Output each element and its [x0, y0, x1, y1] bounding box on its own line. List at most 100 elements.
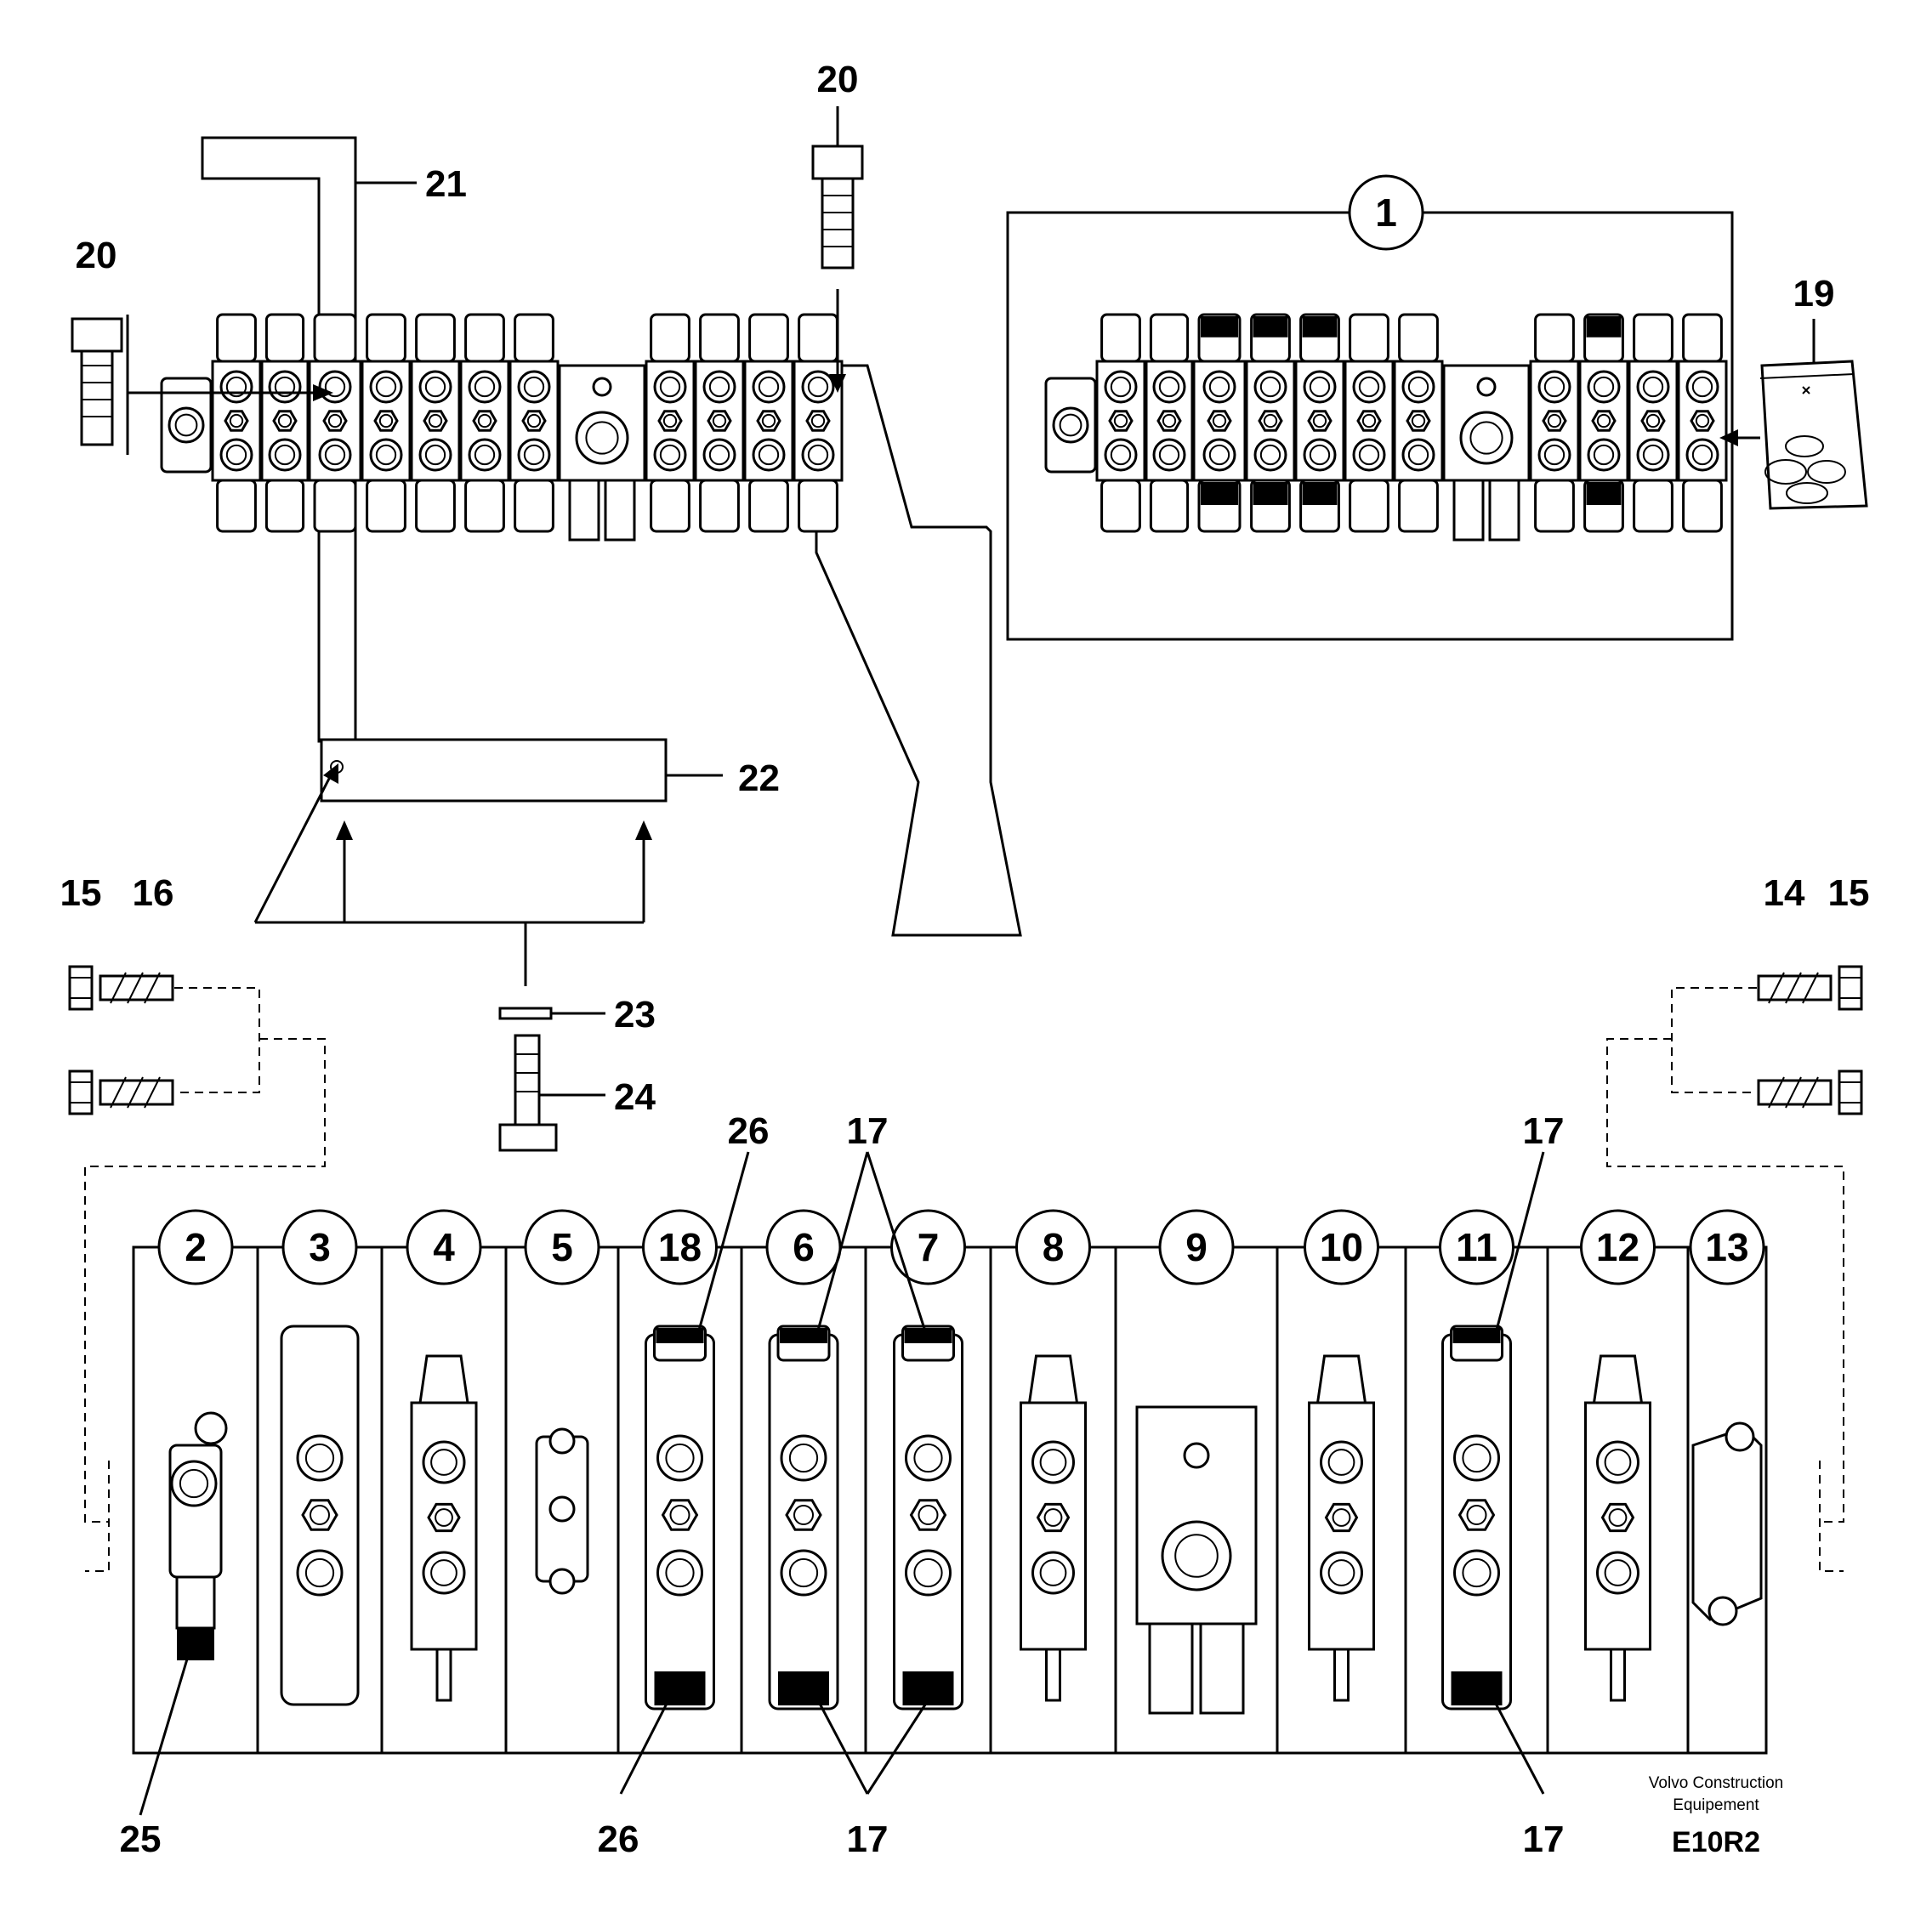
- stud-leaders-left: [84, 987, 326, 1572]
- section-badge: [1580, 1209, 1656, 1285]
- section-6: 6: [740, 1209, 842, 1753]
- port-ring: [1459, 411, 1514, 465]
- section-label: 10: [1320, 1225, 1363, 1269]
- port-ring: [801, 370, 835, 404]
- port-inner: [1208, 444, 1230, 466]
- seal-black: [1586, 482, 1622, 505]
- section-label: 5: [551, 1225, 573, 1269]
- port-ring: [1453, 1549, 1500, 1597]
- port-inner: [1158, 376, 1180, 398]
- port-ring: [1152, 370, 1186, 404]
- end-plate-hole: [1708, 1596, 1738, 1626]
- bolt-left: [71, 315, 333, 455]
- section-8: 8: [989, 1209, 1091, 1753]
- port-inner: [1642, 376, 1664, 398]
- swing-fitting: [1199, 1622, 1245, 1715]
- hex-nut: [1258, 410, 1283, 432]
- hex-nut-core: [1113, 413, 1128, 428]
- callout-17-bottom-right: 17: [1523, 1818, 1565, 1860]
- port-ring: [752, 438, 786, 472]
- port-inner: [1158, 444, 1180, 466]
- port-inner: [225, 444, 247, 466]
- hex-nut: [1458, 1499, 1496, 1531]
- stack-slice: [1529, 313, 1580, 533]
- port-ring: [1537, 438, 1571, 472]
- spool-cap: [313, 479, 357, 533]
- screw-arrows: [253, 763, 652, 986]
- spool-top: [418, 1354, 469, 1404]
- port-ring: [1161, 1520, 1232, 1591]
- callout-15-right: 15: [1828, 872, 1870, 914]
- nut-stud-right-top: [1757, 965, 1863, 1011]
- spool-cap: [464, 313, 505, 363]
- stack-slice: [1294, 313, 1345, 533]
- hex-nut: [661, 1499, 699, 1531]
- stack-slice: [1393, 313, 1444, 533]
- relief-stem: [175, 1575, 216, 1630]
- port-ring: [1202, 370, 1236, 404]
- port-inner: [1039, 1449, 1067, 1476]
- callout-21: 21: [425, 163, 467, 205]
- spool-cap: [216, 479, 257, 533]
- hex-nut: [1406, 410, 1431, 432]
- hex-nut: [472, 410, 497, 432]
- hex-nut-core: [1263, 413, 1278, 428]
- stack-slice: [260, 313, 310, 533]
- port-inner: [1358, 444, 1380, 466]
- seal-black: [1201, 482, 1238, 505]
- drawing-code: E10R2: [1672, 1826, 1760, 1858]
- port-inner: [585, 421, 619, 455]
- port-inner: [1543, 376, 1565, 398]
- port-ring: [905, 1549, 952, 1597]
- spool-cap: [1149, 479, 1190, 533]
- spool-cap: [415, 479, 456, 533]
- port-ring: [1320, 1551, 1363, 1595]
- swing-port-small: [1183, 1442, 1210, 1469]
- hex-nut-core: [1645, 413, 1661, 428]
- hex-nut: [657, 410, 683, 432]
- stack-slice: [410, 313, 461, 533]
- port-inner: [708, 376, 730, 398]
- stack-slice: [1145, 313, 1194, 533]
- port-inner: [1358, 376, 1380, 398]
- port-ring: [517, 370, 551, 404]
- stack-slice: [1628, 313, 1679, 533]
- port-ring: [318, 370, 352, 404]
- port-ring: [1587, 370, 1621, 404]
- seal-black: [1253, 316, 1288, 338]
- hex-nut: [1591, 410, 1617, 432]
- section-label: 7: [918, 1225, 940, 1269]
- hex-nut-core: [1608, 1508, 1628, 1527]
- spool-cap: [650, 479, 690, 533]
- screw: [498, 1034, 605, 1152]
- nut-stud-left-top: [68, 965, 174, 1011]
- spool-top: [1592, 1354, 1644, 1404]
- hex-nut: [1356, 410, 1382, 432]
- port-ring: [780, 1549, 827, 1597]
- port-inner: [430, 1559, 457, 1586]
- spool-stem: [1045, 1648, 1061, 1702]
- callout-17-bottom-mid: 17: [847, 1818, 889, 1860]
- assembly-callout: 1: [1348, 174, 1424, 251]
- hex-nut: [1307, 410, 1333, 432]
- hex-nut: [1324, 1502, 1359, 1533]
- spool-cap: [1349, 313, 1389, 363]
- stack-slice: [459, 313, 510, 533]
- port-ring: [1596, 1551, 1639, 1595]
- valve-assembly-boxed: [1044, 313, 1728, 542]
- swing-fitting: [1488, 479, 1520, 542]
- port-ring: [1303, 438, 1337, 472]
- port-inner: [913, 1557, 943, 1588]
- spool-cap: [216, 313, 257, 363]
- hex-nut-core: [526, 413, 542, 428]
- spool-cap: [514, 313, 554, 363]
- stack-slice: [558, 364, 646, 542]
- port-ring: [702, 370, 736, 404]
- port-inner: [1691, 444, 1713, 466]
- section-label: 2: [185, 1225, 207, 1269]
- spool-cap: [1534, 313, 1575, 363]
- port-inner: [474, 444, 496, 466]
- hex-nut-core: [277, 413, 293, 428]
- port-ring: [468, 370, 502, 404]
